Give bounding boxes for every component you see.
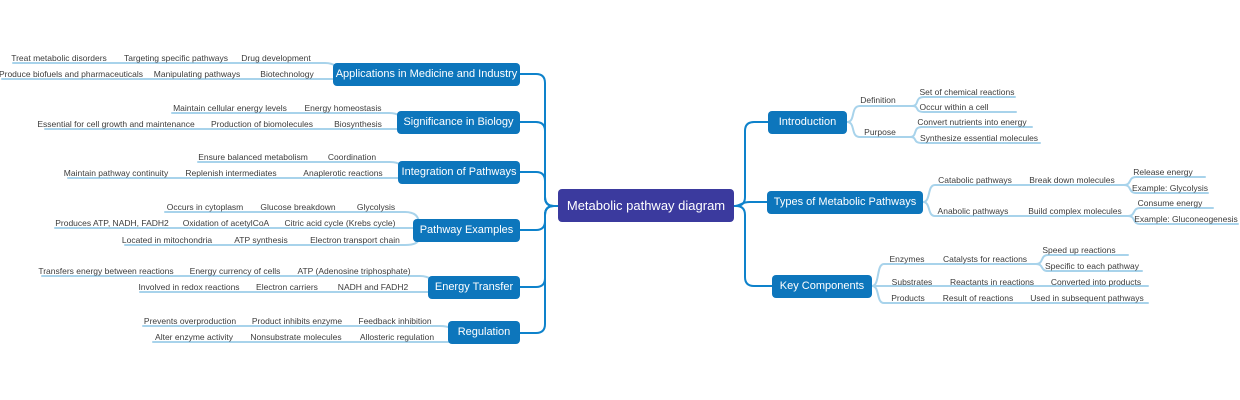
branch-connector [519,121,559,207]
subtopic-label[interactable]: Located in mitochondria [121,235,213,245]
subtopic-label[interactable]: Oxidation of acetylCoA [182,218,270,228]
subtopic-label[interactable]: Catabolic pathways [938,175,1012,185]
subtopic-label[interactable]: Release energy [1133,167,1193,177]
subtopic-label[interactable]: Energy homeostasis [304,103,382,113]
subtopic-label[interactable]: Maintain pathway continuity [63,168,169,178]
branch-node-introduction[interactable]: Introduction [768,111,847,134]
sub-branch-line [922,201,1129,217]
subtopic-label[interactable]: Prevents overproduction [143,316,237,326]
branch-connector [519,205,559,288]
subtopic-label[interactable]: Build complex molecules [1028,206,1122,216]
root-node[interactable]: Metabolic pathway diagram [558,189,734,222]
subtopic-label[interactable]: Result of reactions [942,293,1014,303]
branch-connector [519,73,559,207]
subtopic-label[interactable]: Used in subsequent pathways [1030,293,1144,303]
subtopic-label[interactable]: Synthesize essential molecules [919,133,1039,143]
subtopic-label[interactable]: Transfers energy between reactions [38,266,174,276]
subtopic-label[interactable]: Coordination [327,152,377,162]
subtopic-label[interactable]: Manipulating pathways [153,69,241,79]
subtopic-label[interactable]: Replenish intermediates [185,168,277,178]
branch-connector [519,205,559,231]
subtopic-label[interactable]: Allosteric regulation [359,332,435,342]
branch-node-key-components[interactable]: Key Components [772,275,872,298]
branch-connector [519,205,559,334]
subtopic-label[interactable]: Involved in redox reactions [138,282,240,292]
subtopic-label[interactable]: Occurs in cytoplasm [166,202,244,212]
branch-node-integration[interactable]: Integration of Pathways [398,161,520,184]
subtopic-label[interactable]: Feedback inhibition [358,316,432,326]
subtopic-label[interactable]: Glycolysis [356,202,396,212]
sub-branch-line [846,121,911,138]
subtopic-label[interactable]: Substrates [891,277,933,287]
sub-branch-line [922,184,1125,203]
subtopic-label[interactable]: Consume energy [1137,198,1203,208]
subtopic-label[interactable]: Targeting specific pathways [124,53,228,63]
branch-node-applications[interactable]: Applications in Medicine and Industry [333,63,520,86]
branch-node-types[interactable]: Types of Metabolic Pathways [767,191,923,214]
sub-branch-line [909,136,1041,144]
sub-branch-line [1123,184,1209,194]
subtopic-label[interactable]: Anabolic pathways [937,206,1009,216]
subtopic-label[interactable]: Convert nutrients into energy [917,117,1027,127]
subtopic-label[interactable]: Enzymes [889,254,925,264]
branch-node-pathway-examples[interactable]: Pathway Examples [413,219,520,242]
subtopic-label[interactable]: Production of biomolecules [210,119,314,129]
subtopic-label[interactable]: Ensure balanced metabolism [198,152,308,162]
subtopic-label[interactable]: Example: Glycolysis [1131,183,1209,193]
subtopic-label[interactable]: Biosynthesis [334,119,382,129]
subtopic-label[interactable]: Example: Gluconeogenesis [1134,214,1238,224]
subtopic-label[interactable]: Set of chemical reactions [919,87,1015,97]
subtopic-label[interactable]: Produces ATP, NADH, FADH2 [55,218,169,228]
sub-branch-line [911,105,1017,113]
sub-branch-line [1127,215,1239,225]
subtopic-label[interactable]: Nonsubstrate molecules [250,332,342,342]
subtopic-label[interactable]: Drug development [241,53,311,63]
sub-branch-line [871,285,1149,304]
subtopic-label[interactable]: ATP synthesis [234,235,288,245]
sub-branch-line [846,105,913,123]
subtopic-label[interactable]: Alter enzyme activity [155,332,233,342]
subtopic-label[interactable]: Reactants in reactions [949,277,1035,287]
subtopic-label[interactable]: Speed up reactions [1042,245,1116,255]
subtopic-label[interactable]: Glucose breakdown [260,202,336,212]
subtopic-label[interactable]: Maintain cellular energy levels [173,103,287,113]
subtopic-label[interactable]: Products [891,293,925,303]
subtopic-label[interactable]: NADH and FADH2 [337,282,409,292]
subtopic-label[interactable]: Catalysts for reactions [942,254,1028,264]
branch-node-energy-transfer[interactable]: Energy Transfer [428,276,520,299]
subtopic-label[interactable]: Citric acid cycle (Krebs cycle) [284,218,396,228]
subtopic-label[interactable]: Occur within a cell [919,102,989,112]
subtopic-label[interactable]: Energy currency of cells [189,266,281,276]
subtopic-label[interactable]: Definition [860,95,896,105]
branch-connector [732,121,769,207]
subtopic-label[interactable]: Biotechnology [260,69,314,79]
subtopic-label[interactable]: ATP (Adenosine triphosphate) [297,266,411,276]
subtopic-label[interactable]: Essential for cell growth and maintenanc… [37,119,195,129]
branch-node-significance[interactable]: Significance in Biology [397,111,520,134]
subtopic-label[interactable]: Electron carriers [256,282,318,292]
subtopic-label[interactable]: Treat metabolic disorders [11,53,107,63]
branch-node-regulation[interactable]: Regulation [448,321,520,344]
subtopic-label[interactable]: Purpose [864,127,896,137]
subtopic-label[interactable]: Produce biofuels and pharmaceuticals [0,69,144,79]
branch-connector [519,171,559,207]
subtopic-label[interactable]: Converted into products [1050,277,1142,287]
subtopic-label[interactable]: Specific to each pathway [1044,261,1140,271]
sub-branch-line [1035,263,1143,272]
subtopic-label[interactable]: Electron transport chain [310,235,400,245]
subtopic-label[interactable]: Product inhibits enzyme [251,316,343,326]
subtopic-label[interactable]: Break down molecules [1029,175,1115,185]
branch-connector [732,205,773,287]
subtopic-label[interactable]: Anaplerotic reactions [303,168,383,178]
